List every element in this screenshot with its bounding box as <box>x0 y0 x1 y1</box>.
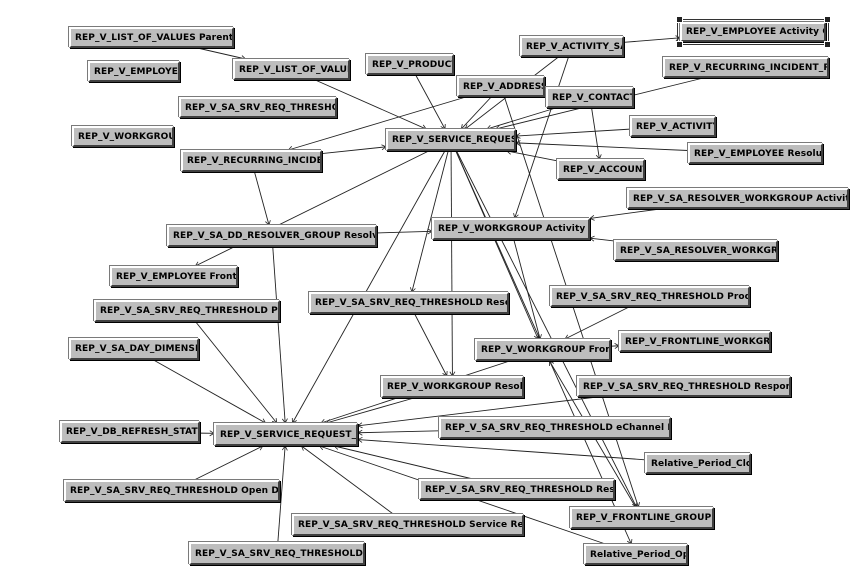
relationship-end-marker <box>589 235 595 242</box>
node-recurring-incident[interactable]: REP_V_RECURRING_INCIDENT <box>181 150 322 172</box>
relationship-line <box>334 445 474 480</box>
relationship-line <box>514 56 569 219</box>
relationship-end-marker <box>357 422 363 429</box>
node-product[interactable]: REP_V_PRODUCT <box>366 54 454 75</box>
relationship-line <box>486 107 556 130</box>
relationship-line <box>153 359 266 424</box>
node-sa-srv-req-threshold-product-od[interactable]: REP_V_SA_SRV_REQ_THRESHOLD Product OD <box>550 286 750 307</box>
node-workgroup[interactable]: REP_V_WORKGROUP <box>72 126 174 147</box>
relationship-line <box>301 445 394 515</box>
node-address[interactable]: REP_V_ADDRESS <box>457 76 545 97</box>
relationship-line <box>411 150 449 293</box>
node-employee-resolution[interactable]: REP_V_EMPLOYEE Resolution <box>688 143 823 164</box>
selection-handle[interactable] <box>824 41 831 48</box>
relationship-line <box>357 430 440 434</box>
node-service-request-sa[interactable]: REP_V_SERVICE_REQUEST_SA <box>214 423 358 446</box>
node-workgroup-activity-owner[interactable]: REP_V_WORKGROUP Activity Owner <box>432 218 590 240</box>
relationship-end-marker <box>281 445 288 451</box>
node-sa-resolver-workgroup[interactable]: REP_V_SA_RESOLVER_WORKGROUP <box>614 240 778 261</box>
node-service-request[interactable]: REP_V_SERVICE_REQUEST <box>386 129 516 151</box>
node-contact[interactable]: REP_V_CONTACT <box>546 87 634 108</box>
relationship-line <box>321 146 387 155</box>
relationship-line <box>315 79 427 130</box>
selection-handle[interactable] <box>676 16 683 23</box>
node-frontline-grouping[interactable]: REP_V_FRONTLINE_GROUPING <box>570 507 714 529</box>
relationship-end-marker <box>589 214 595 221</box>
relationship-line <box>414 313 448 377</box>
node-activity[interactable]: REP_V_ACTIVITY <box>630 116 716 137</box>
relationship-line <box>357 439 646 461</box>
node-db-refresh-status[interactable]: REP_V_DB_REFRESH_STATUS <box>60 421 200 443</box>
node-sa-resolver-workgroup-activity-owner[interactable]: REP_V_SA_RESOLVER_WORKGROUP Activity Own… <box>627 188 849 209</box>
relationship-end-marker <box>357 436 363 443</box>
relationship-line <box>193 445 263 481</box>
relationship-line <box>515 142 689 151</box>
relationship-line <box>623 37 681 43</box>
node-recurring-incident-rule[interactable]: REP_V_RECURRING_INCIDENT_RULE <box>663 57 829 78</box>
selection-handle[interactable] <box>676 41 683 48</box>
relationship-line <box>415 74 446 130</box>
node-sa-srv-req-threshold[interactable]: REP_V_SA_SRV_REQ_THRESHOLD <box>179 97 337 118</box>
node-sa-day-dimension[interactable]: REP_V_SA_DAY_DIMENSION <box>69 338 199 360</box>
node-relative-period-open[interactable]: Relative_Period_Open <box>584 544 688 565</box>
relationship-line <box>277 445 286 543</box>
relationship-line <box>197 47 246 60</box>
relationship-line <box>564 306 630 340</box>
node-sa-srv-req-threshold-open-duration[interactable]: REP_V_SA_SRV_REQ_THRESHOLD Open Duration <box>64 480 280 502</box>
relationship-line <box>292 150 446 424</box>
relationship-line <box>288 96 466 151</box>
node-account[interactable]: REP_V_ACCOUNT <box>557 159 645 180</box>
node-employee-activity-owner[interactable]: REP_V_EMPLOYEE Activity Owner <box>677 19 829 45</box>
relationship-line <box>506 150 558 162</box>
relationship-line <box>589 208 660 219</box>
node-sa-srv-req-threshold-resolution[interactable]: REP_V_SA_SRV_REQ_THRESHOLD Resolution <box>309 292 509 314</box>
relationship-line <box>357 396 597 427</box>
relationship-line <box>460 96 492 130</box>
node-sa-srv-req-threshold-dtc[interactable]: REP_V_SA_SRV_REQ_THRESHOLD DTC <box>189 542 365 565</box>
relationship-line <box>195 321 278 424</box>
node-sa-srv-req-threshold-response[interactable]: REP_V_SA_SRV_REQ_THRESHOLD Response <box>419 479 615 500</box>
node-list-of-values[interactable]: REP_V_LIST_OF_VALUES <box>233 59 350 80</box>
node-frontline-workgroup[interactable]: REP_V_FRONTLINE_WORKGROUP <box>619 331 771 352</box>
relationship-end-marker <box>357 429 363 436</box>
relationship-end-marker <box>515 132 521 139</box>
relationship-line <box>515 128 631 137</box>
node-sa-srv-req-threshold-response-elec[interactable]: REP_V_SA_SRV_REQ_THRESHOLD Response Elec <box>577 376 791 397</box>
relationship-line <box>376 230 433 234</box>
relationship-line <box>589 237 615 242</box>
node-employee-frontline[interactable]: REP_V_EMPLOYEE Frontline <box>110 266 238 287</box>
node-sa-srv-req-threshold-service-restoration[interactable]: REP_V_SA_SRV_REQ_THRESHOLD Service Resto… <box>292 514 524 536</box>
relationship-line <box>326 397 415 424</box>
relationship-end-marker <box>300 445 307 451</box>
relationship-line <box>272 246 286 424</box>
node-relative-period-close[interactable]: Relative_Period_Close <box>645 453 751 474</box>
node-sa-dd-resolver-group-resolved-by[interactable]: REP_V_SA_DD_RESOLVER_GROUP Resolved By <box>167 225 377 247</box>
node-list-of-values-parent-lov[interactable]: REP_V_LIST_OF_VALUES Parent LOV <box>69 27 234 48</box>
node-workgroup-resolution[interactable]: REP_V_WORKGROUP Resolution <box>381 376 524 398</box>
relationship-line <box>591 107 600 160</box>
node-workgroup-frontline[interactable]: REP_V_WORKGROUP Frontline <box>475 339 611 361</box>
selection-handle[interactable] <box>824 16 831 23</box>
relationship-line <box>254 171 270 226</box>
node-sa-srv-req-threshold-product[interactable]: REP_V_SA_SRV_REQ_THRESHOLD Product <box>94 300 280 322</box>
node-sa-srv-req-threshold-echannel-response[interactable]: REP_V_SA_SRV_REQ_THRESHOLD eChannel Resp… <box>439 417 671 439</box>
relationship-line <box>450 150 453 377</box>
node-employee[interactable]: REP_V_EMPLOYEE <box>88 61 180 82</box>
node-activity-sa[interactable]: REP_V_ACTIVITY_SA <box>520 36 624 57</box>
relationship-line <box>456 150 637 508</box>
